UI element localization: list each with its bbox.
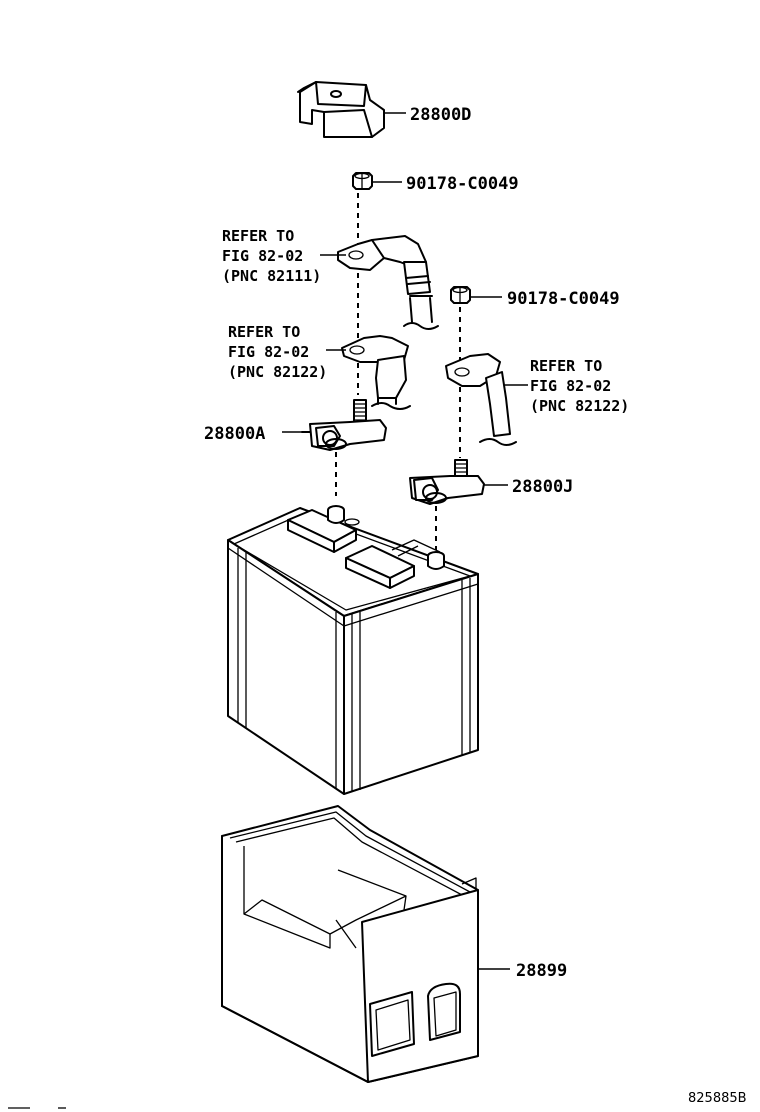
part-number-clamp-a: 28800A [204,424,265,444]
part-number-nut-1: 90178-C0049 [406,174,519,194]
terminal-cover-drawing [297,81,385,138]
part-number-clamp-j: 28800J [512,477,573,497]
ref-line-2: FIG 82-02 [222,247,303,265]
ref-line-3: (PNC 82122) [530,397,629,415]
cable-drawing [341,335,411,410]
reference-note-2: REFER TO FIG 82-02 (PNC 82122) [228,323,327,381]
nut-drawing [352,172,373,190]
reference-note-3: REFER TO FIG 82-02 (PNC 82122) [530,357,629,415]
figure-code: 825885B [688,1091,747,1106]
terminal-clamp-drawing [409,459,485,505]
part-number-cover: 28800D [410,105,471,125]
ref-line-1: REFER TO [530,357,602,375]
part-number-nut-2: 90178-C0049 [507,289,620,309]
cable-drawing [337,235,439,330]
ref-line-1: REFER TO [228,323,300,341]
ref-line-2: FIG 82-02 [530,377,611,395]
terminal-clamp-drawing [301,399,387,451]
battery-tray-drawing [221,805,479,1083]
reference-note-1: REFER TO FIG 82-02 (PNC 82111) [222,227,321,285]
ref-line-1: REFER TO [222,227,294,245]
nut-drawing [450,286,471,304]
cable-drawing [445,353,517,446]
ref-line-3: (PNC 82111) [222,267,321,285]
ref-line-3: (PNC 82122) [228,363,327,381]
battery-drawing [227,505,479,795]
part-number-tray: 28899 [516,961,567,981]
ref-line-2: FIG 82-02 [228,343,309,361]
